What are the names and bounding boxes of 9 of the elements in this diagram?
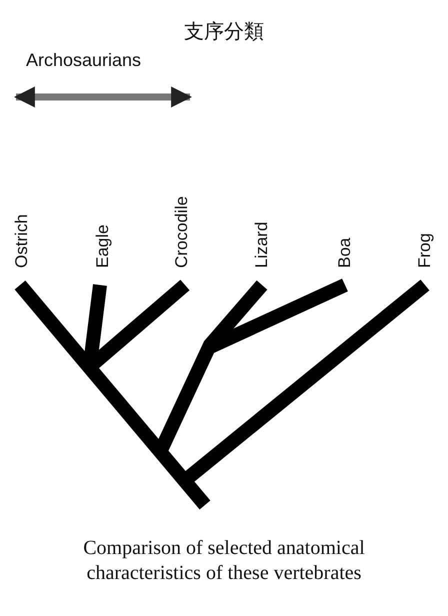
taxon-label: Eagle xyxy=(92,224,113,268)
taxon-label: Frog xyxy=(414,233,435,268)
diagram-title: 支序分類 xyxy=(183,20,265,45)
taxon-label: Boa xyxy=(334,238,355,268)
taxon-label: Lizard xyxy=(251,222,272,268)
group-label: Archosaurians xyxy=(26,50,142,71)
diagram-caption: Comparison of selected anatomical characteristics of these vertebrates xyxy=(82,536,366,586)
taxon-label: Ostrich xyxy=(11,214,32,268)
taxon-label: Crocodile xyxy=(171,196,192,268)
